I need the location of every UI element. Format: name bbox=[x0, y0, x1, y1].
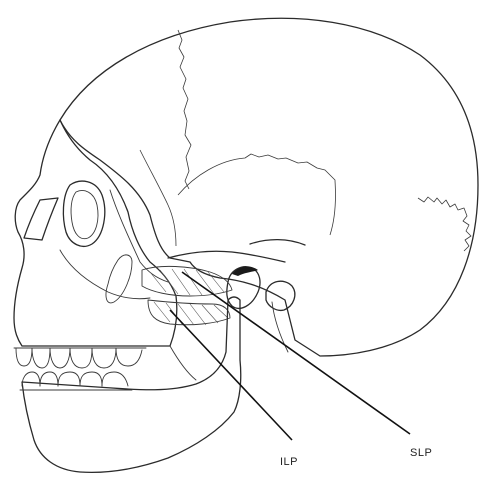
maxilla-line bbox=[60, 250, 150, 299]
zygomatic-line bbox=[110, 190, 168, 282]
articular-disc bbox=[232, 267, 258, 276]
squamosal-suture bbox=[178, 154, 336, 235]
zygomatic-arch bbox=[168, 251, 285, 262]
lambdoid-suture bbox=[418, 197, 471, 251]
mastoid-process bbox=[266, 281, 295, 310]
leader-line-ilp bbox=[170, 310, 292, 440]
lower-teeth bbox=[20, 372, 132, 390]
sphenoid-suture bbox=[140, 150, 176, 246]
coronal-suture bbox=[178, 30, 191, 189]
articular-eminence bbox=[250, 240, 305, 245]
upper-teeth bbox=[14, 348, 146, 368]
label-ilp: ILP bbox=[280, 456, 298, 468]
label-slp: SLP bbox=[410, 447, 432, 459]
leader-line-slp bbox=[182, 272, 410, 434]
orbit-inner bbox=[71, 191, 98, 239]
nasal-bone bbox=[24, 198, 58, 240]
face-outline bbox=[14, 120, 177, 346]
coronoid-notch bbox=[170, 346, 196, 380]
